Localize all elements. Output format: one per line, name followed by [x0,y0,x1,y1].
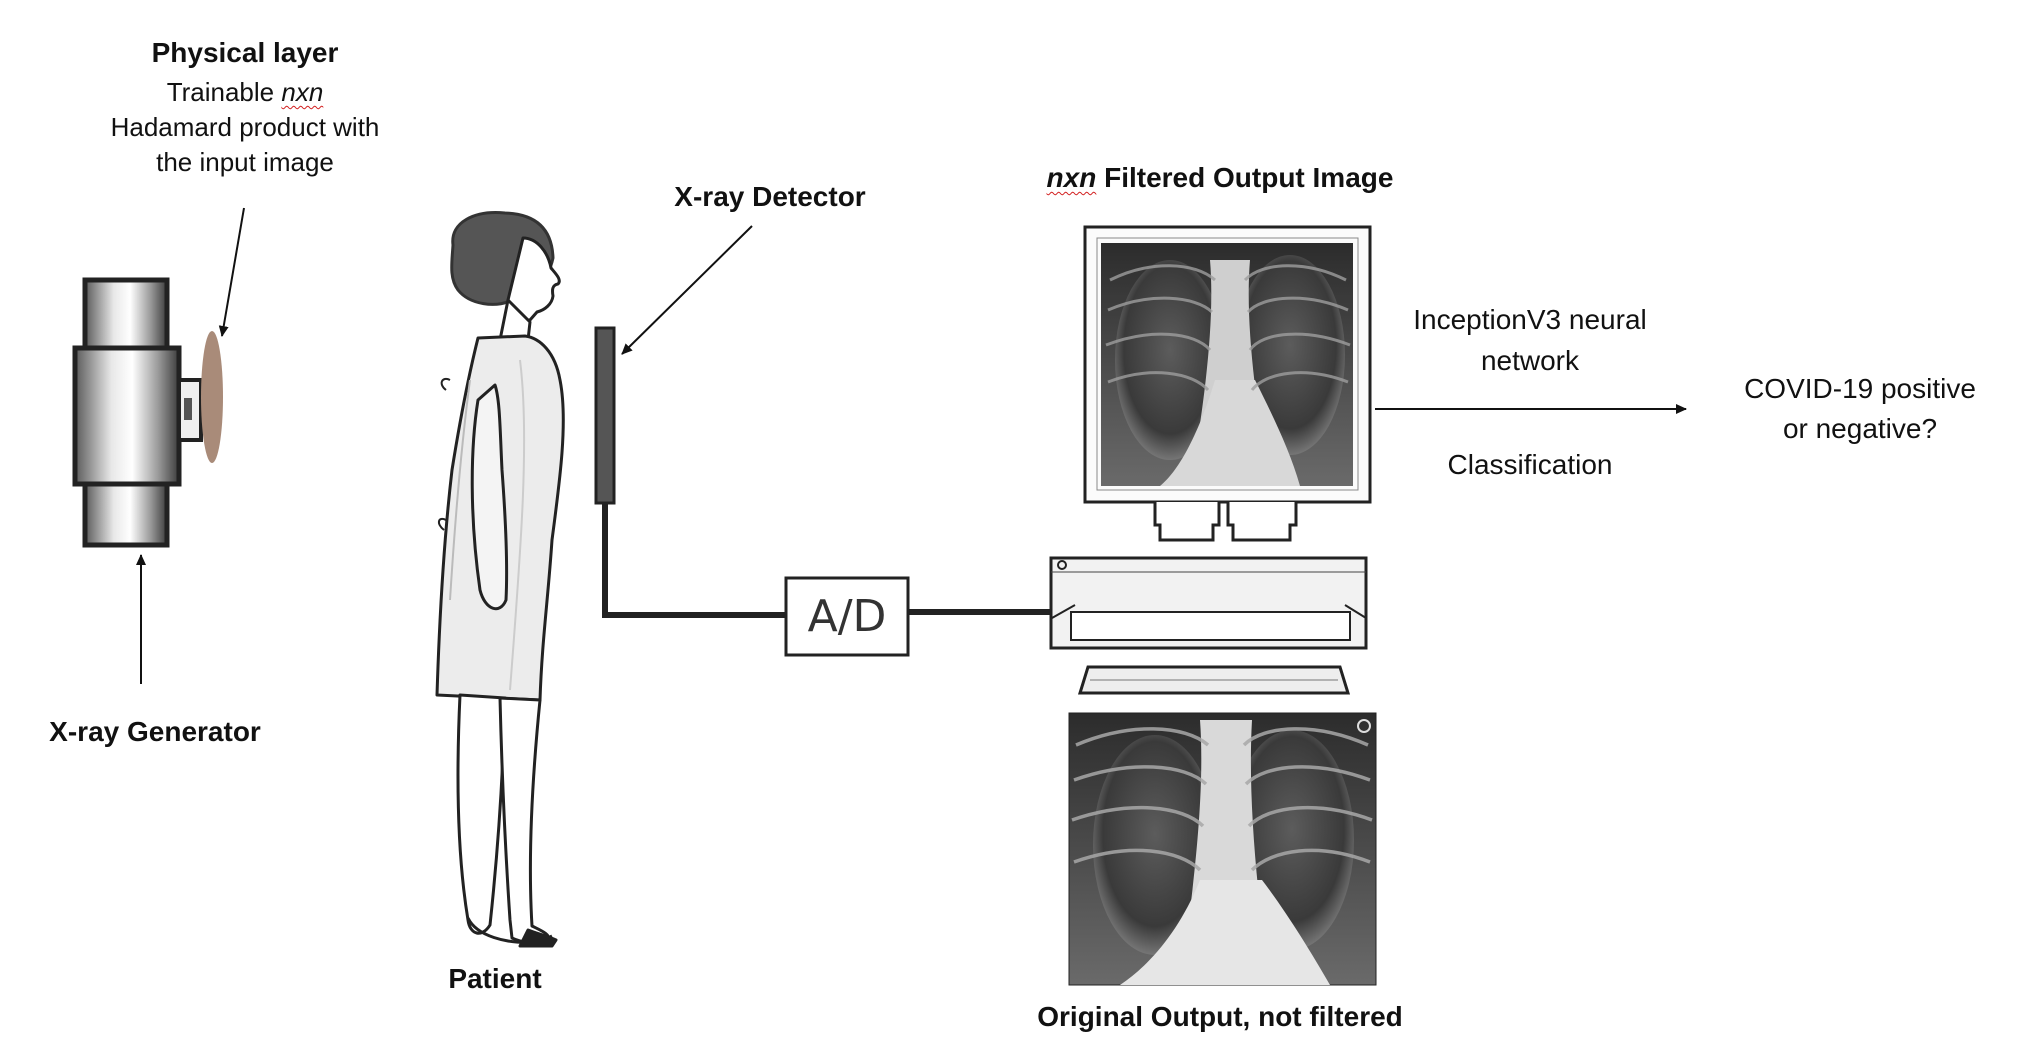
filtered-nxn-term: nxn [1046,162,1097,193]
computer-base [1049,556,1368,650]
xray-detector-label: X-ray Detector [674,181,866,212]
physical-layer-line2: Hadamard product with [110,112,380,142]
classification-label: Classification [1447,449,1613,480]
physical-layer-title: Physical layer [151,37,339,68]
detector-cable [602,503,786,618]
xray-detector-panel [594,326,616,505]
physical-layer-prefix: Trainable [166,77,282,107]
filter-disc [201,331,223,463]
patient-figure [435,211,565,948]
xray-generator-label: X-ray Generator [49,716,261,747]
detector-arrow [621,225,753,355]
keyboard [1077,665,1351,695]
ad-label: A/D [807,591,887,642]
physical-layer-line3: the input image [156,147,334,177]
original-output-label: Original Output, not filtered [1037,1001,1403,1032]
result-label-line2: or negative? [1782,413,1938,444]
patient-label: Patient [448,963,542,994]
filtered-output-rest: Filtered Output Image [1096,162,1394,193]
physical-layer-arrow [218,207,245,337]
physical-layer-line1: Trainable nxn [110,75,380,109]
ad-converter-box [784,576,910,657]
network-label-line2: network [1480,345,1580,376]
original-xray-image [1068,712,1377,986]
xray-generator-tube [72,277,203,548]
nxn-term: nxn [281,77,324,107]
filtered-xray-image [1101,243,1353,486]
network-label-line1: InceptionV3 neural [1413,304,1647,335]
filtered-output-label: nxn Filtered Output Image [1000,161,1440,195]
result-label-line1: COVID-19 positive [1744,373,1976,404]
